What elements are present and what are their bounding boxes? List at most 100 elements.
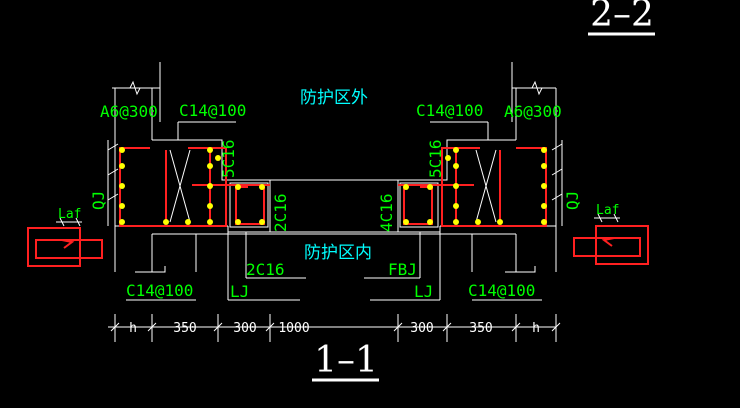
node [259, 184, 265, 190]
label-fbj: FBJ [388, 260, 417, 279]
section-title-1-1: 1–1 [312, 340, 379, 382]
label-2c16-horizontal: 2C16 [246, 260, 285, 279]
node [445, 155, 451, 161]
dim-text-2: 350 [173, 321, 196, 336]
right-beam-rebar [403, 186, 433, 225]
dim-text-7: h [532, 321, 540, 336]
tie-left-b [169, 149, 191, 223]
laf-left-tick-a [59, 217, 65, 227]
right-wall-profile [397, 139, 516, 232]
zone-outside-label: 防护区外 [300, 88, 368, 108]
dim-tick-4 [265, 322, 275, 332]
node [207, 219, 213, 225]
break-bottom-right [505, 266, 536, 273]
node [403, 219, 409, 225]
node [207, 203, 213, 209]
node [259, 219, 265, 225]
node [119, 163, 125, 169]
laf-box-right-outer [595, 225, 649, 265]
break-mark-top-right [531, 80, 543, 96]
laf-right-tick-a [597, 213, 603, 223]
node [215, 155, 221, 161]
dim-text-5: 300 [410, 321, 433, 336]
label-a6-left: A6@300 [100, 102, 158, 121]
node [119, 219, 125, 225]
laf-box-left-outer [27, 227, 81, 267]
node [427, 184, 433, 190]
break-mark-top-left [129, 80, 141, 96]
laf-box-right-inner [573, 237, 641, 257]
left-stirrup [119, 147, 227, 227]
left-wall-profile [152, 139, 271, 232]
section-title-2-2: 2–2 [588, 0, 655, 36]
laf-box-right-hook [601, 237, 615, 247]
zone-inside-label: 防护区内 [304, 243, 372, 263]
laf-left-tick-b [75, 217, 81, 227]
section-title-2-2-text: 2–2 [590, 0, 654, 35]
node [541, 183, 547, 189]
dimension-texts: h 350 300 1000 300 350 h [129, 321, 540, 336]
dim-tick-6 [442, 322, 452, 332]
dim-tick-1 [110, 322, 120, 332]
laf-box-left-hook [61, 239, 75, 249]
label-2c16-vertical: 2C16 [271, 193, 290, 232]
label-c14-top-right: C14@100 [416, 101, 483, 120]
dim-text-3: 300 [233, 321, 256, 336]
label-laf-left: Laf [58, 207, 81, 222]
dim-tick-7 [511, 322, 521, 332]
dim-tick-3 [213, 322, 223, 332]
cross-ties [169, 149, 497, 223]
concrete-outline [56, 62, 620, 301]
dim-text-1: h [129, 321, 137, 336]
node [403, 184, 409, 190]
dim-text-6: 350 [469, 321, 492, 336]
dimension-chain [108, 314, 561, 342]
dim-tick-2 [147, 322, 157, 332]
label-c14-top-left: C14@100 [179, 101, 246, 120]
left-beam-outline [229, 182, 269, 228]
label-qj-left: QJ [89, 191, 108, 210]
section-title-1-1-text: 1–1 [314, 340, 378, 381]
node [541, 163, 547, 169]
label-qj-right: QJ [563, 191, 582, 210]
node [541, 147, 547, 153]
node [453, 203, 459, 209]
node [119, 147, 125, 153]
dim-tick-5 [393, 322, 403, 332]
node [453, 183, 459, 189]
laf-right-tick-b [613, 213, 619, 223]
laf-boxes [27, 225, 649, 267]
dim-text-4: 1000 [278, 321, 309, 336]
node [475, 219, 481, 225]
qj-right-tick-2 [551, 168, 563, 176]
node [497, 219, 503, 225]
node [541, 219, 547, 225]
label-c14-bottom-right: C14@100 [468, 281, 535, 300]
right-beam-outline [399, 182, 439, 228]
label-c14-bottom-left: C14@100 [126, 281, 193, 300]
node [453, 163, 459, 169]
break-bottom-left [135, 266, 166, 273]
node [119, 203, 125, 209]
node [185, 219, 191, 225]
node [207, 183, 213, 189]
laf-box-left-inner [35, 239, 103, 259]
node [119, 183, 125, 189]
node [235, 184, 241, 190]
qj-left-tick-3 [107, 193, 119, 201]
left-beam-rebar [235, 186, 265, 225]
qj-right-tick-3 [551, 193, 563, 201]
node [427, 219, 433, 225]
node [235, 219, 241, 225]
tie-right-b [475, 149, 497, 223]
node [207, 163, 213, 169]
dim-tick-8 [551, 322, 561, 332]
node [453, 147, 459, 153]
right-stirrup [441, 147, 547, 227]
node [541, 203, 547, 209]
node [453, 219, 459, 225]
rebar-nodes [119, 147, 547, 225]
node [163, 219, 169, 225]
